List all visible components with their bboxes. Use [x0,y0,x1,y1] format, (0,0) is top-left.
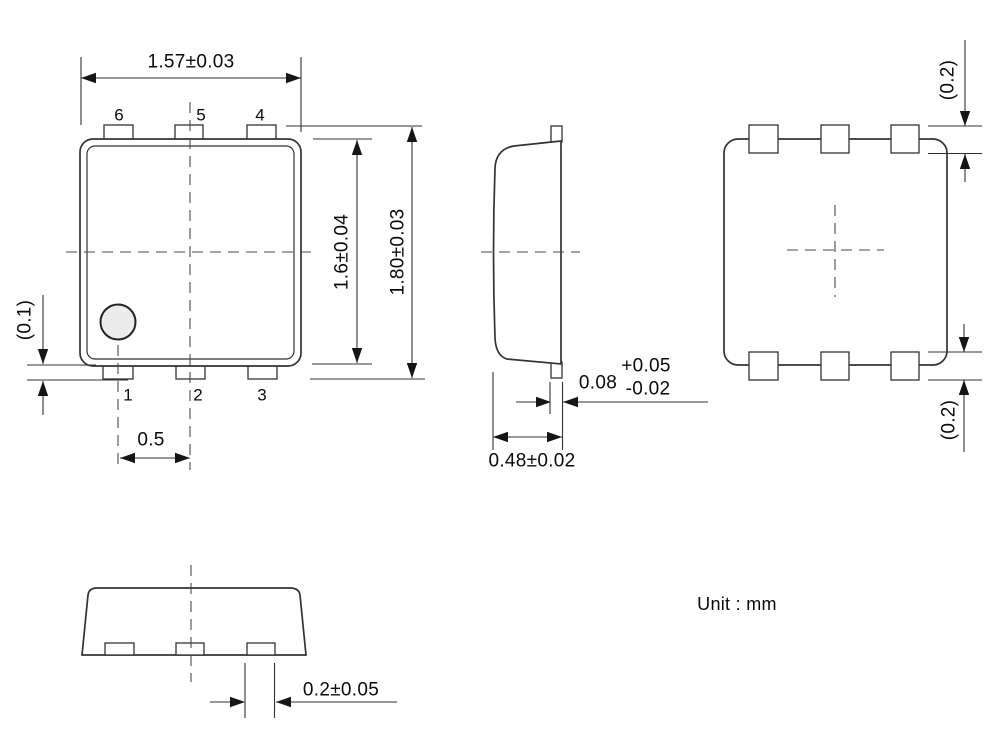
dim-lead-thickness-tol-lower: -0.02 [625,378,671,400]
back-view-dimensions [928,40,982,452]
front-view [66,102,316,470]
unit-note: Unit : mm [697,594,777,614]
bottom-side-pin-3 [246,642,276,656]
dim-body-height-label: 1.6±0.04 [331,213,353,291]
dim-pad-height-top-label: (0.2) [937,59,959,101]
back-pad-top-2 [820,124,850,154]
side-pin-top [550,125,563,143]
dim-pitch-label: 0.5 [137,429,165,451]
dim-overall-width-label: 1.57±0.03 [147,51,235,73]
back-pad-top-1 [748,124,779,154]
bottom-side-view-dimensions [210,663,397,718]
side-view-dimensions [492,372,708,450]
side-view [481,125,580,379]
pin-label-6: 6 [114,105,124,125]
pin-label-2: 2 [193,385,203,405]
dim-lead-width-label: 0.2±0.05 [302,679,380,701]
bottom-side-pin-1 [104,642,135,656]
back-pad-top-3 [890,124,920,154]
bottom-side-body [81,587,307,656]
back-pad-bottom-1 [748,351,779,381]
dim-pad-height-bottom-label: (0.2) [938,399,960,441]
back-view [723,124,948,381]
pin-label-1: 1 [123,385,133,405]
dim-lead-protrusion-label: (0.1) [14,299,36,341]
dim-overall-height-label: 1.80±0.03 [387,208,409,296]
back-pad-bottom-3 [890,351,920,381]
back-pad-bottom-2 [820,351,850,381]
dim-depth-label: 0.48±0.02 [488,450,576,472]
pin-label-4: 4 [255,105,265,125]
dim-lead-thickness-label: 0.08 [578,372,618,394]
pin1-indicator-dot [99,303,137,341]
front-view-dimensions [27,57,425,464]
dim-lead-thickness-tol-upper: +0.05 [621,355,671,377]
pin-label-5: 5 [196,105,206,125]
bottom-side-pin-2 [175,642,205,656]
pin-label-3: 3 [257,385,267,405]
bottom-side-view [81,565,307,682]
